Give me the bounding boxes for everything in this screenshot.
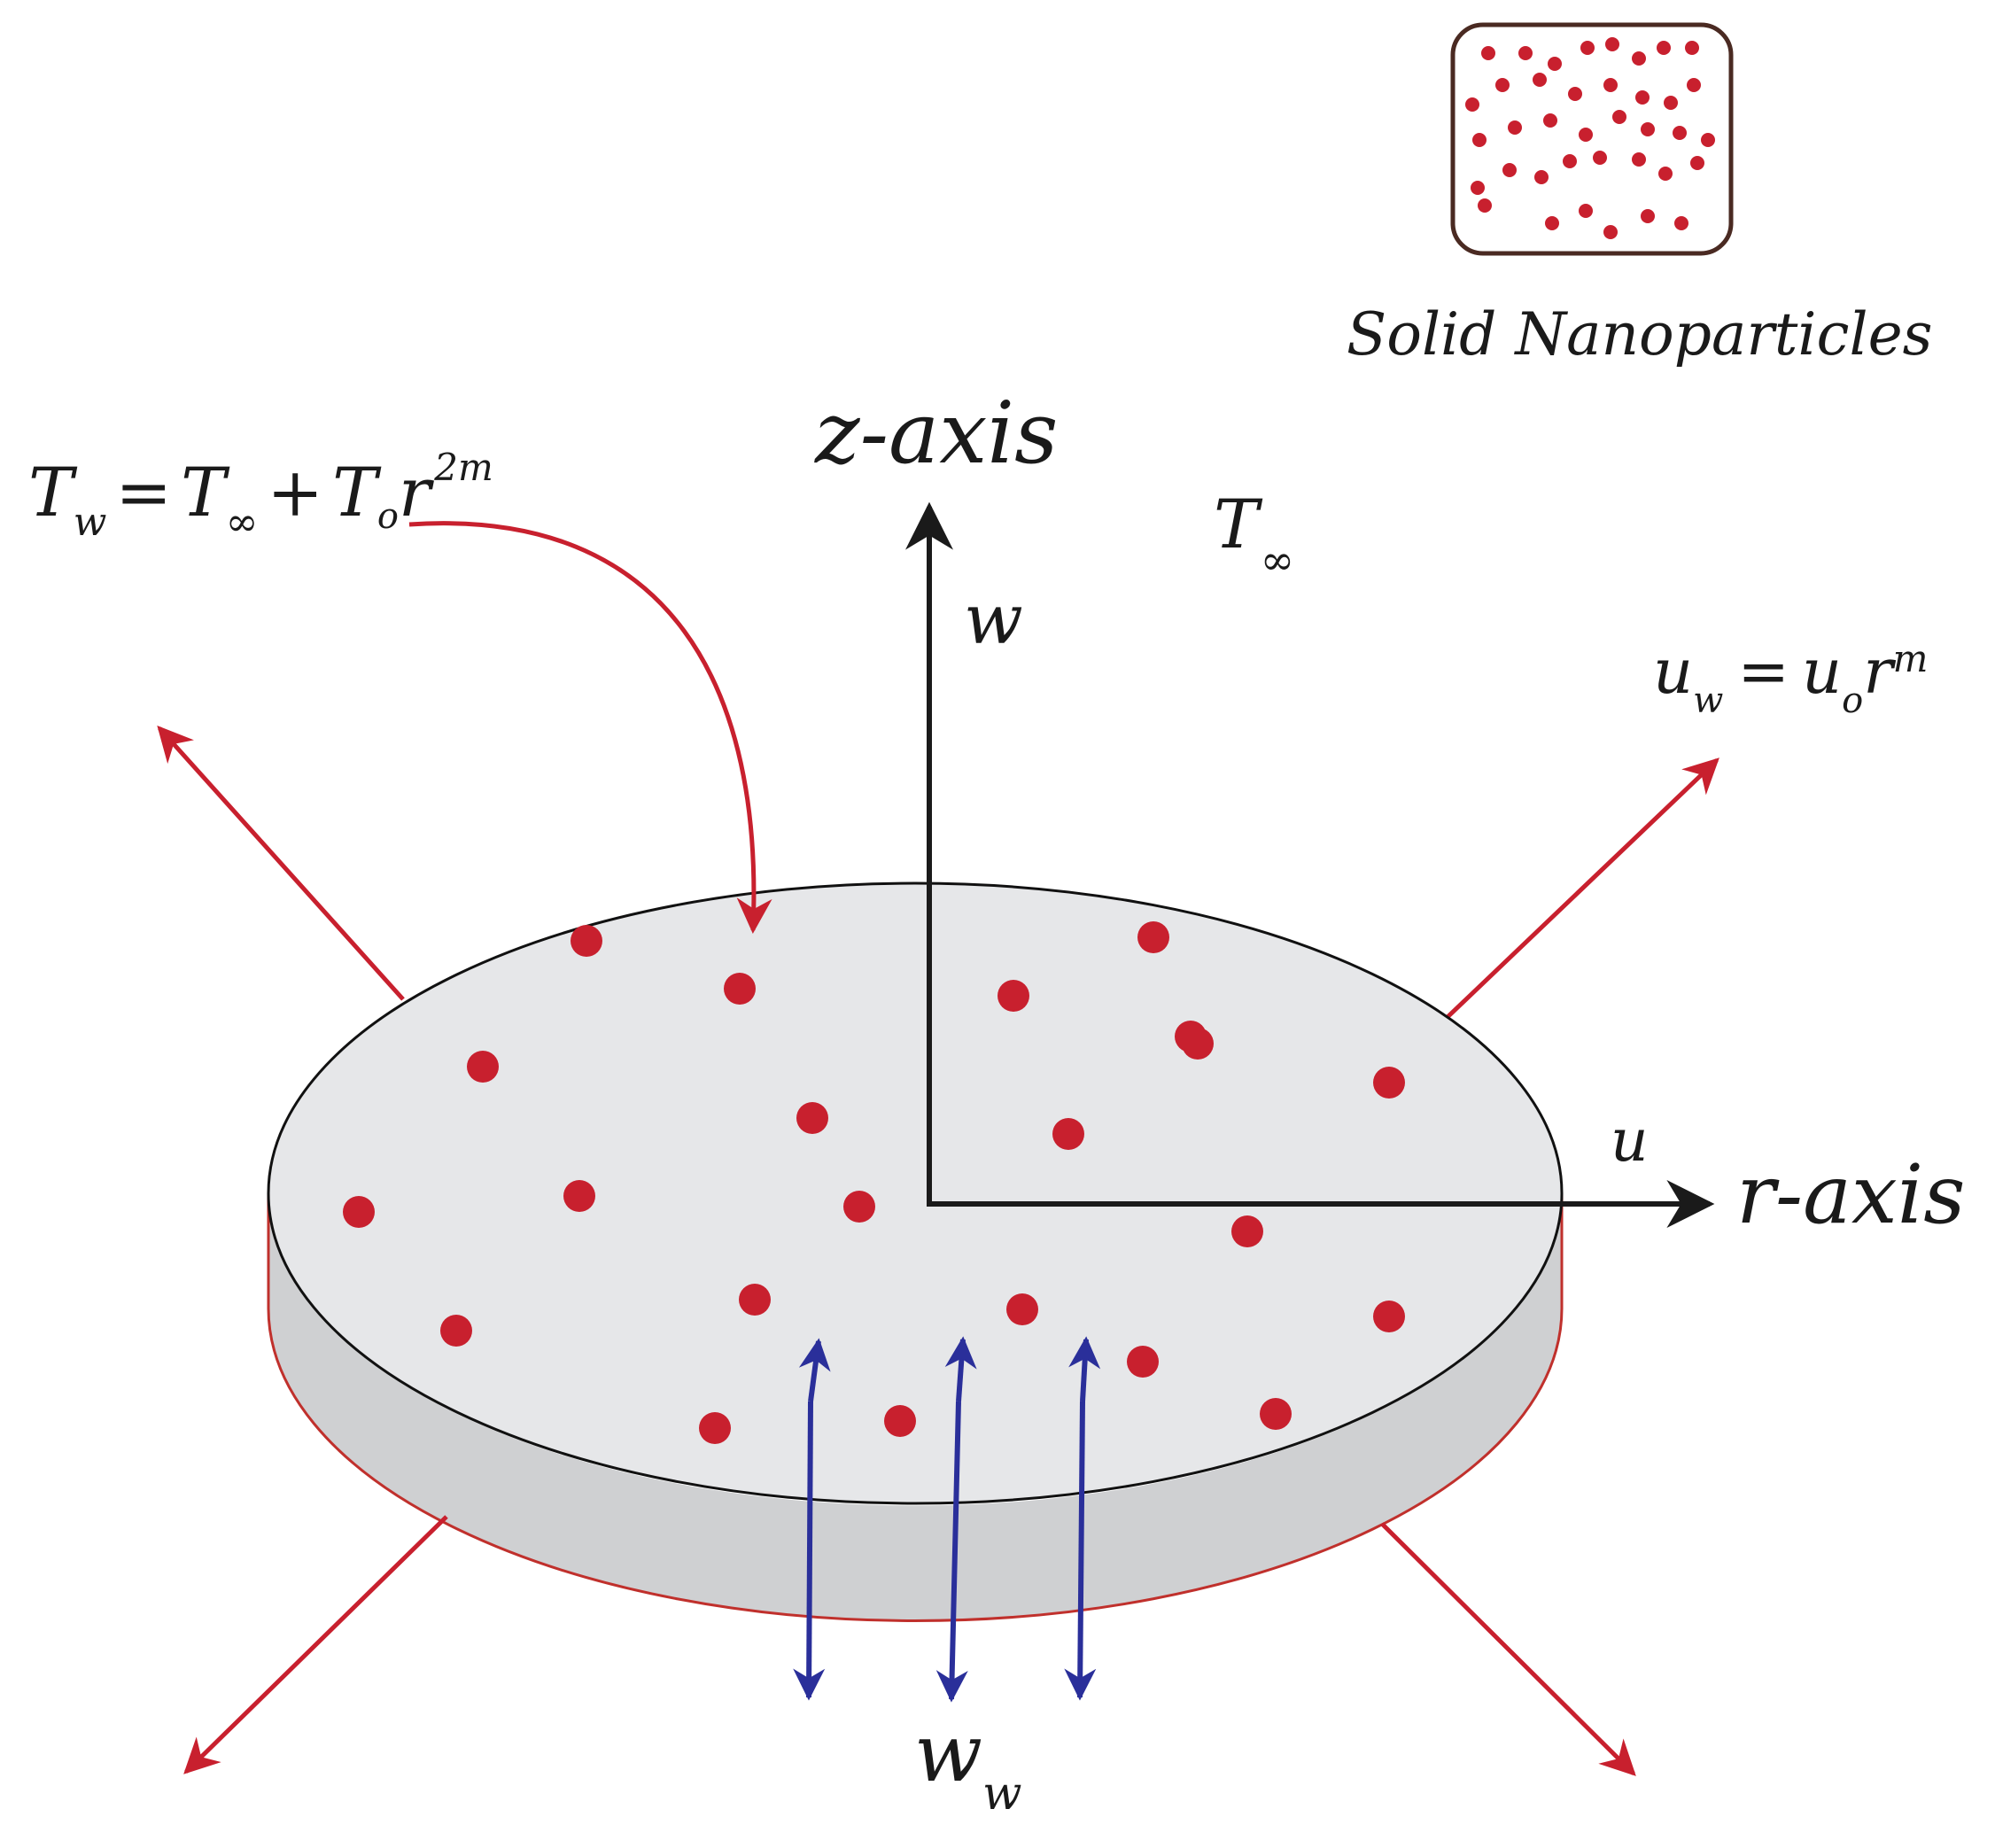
nanoparticle-dot (1543, 113, 1557, 128)
stretch-arrow-lower-left (183, 1515, 448, 1774)
nanoparticle-dot (1568, 87, 1582, 101)
nanoparticle-dot (739, 1284, 771, 1316)
legend-caption: Solid Nanoparticles (1347, 300, 1933, 369)
stretch-arrow-upper-left (157, 726, 405, 1001)
nanoparticle-dot (1545, 216, 1559, 230)
nanoparticle-dot (1593, 151, 1607, 165)
nanoparticle-dot (1580, 41, 1595, 55)
z-axis-label: z-axis (814, 384, 1058, 483)
suction-velocity-label: ww (914, 1707, 1022, 1821)
nanoparticle-dot (440, 1315, 472, 1347)
nanoparticle-dot (1690, 156, 1704, 170)
nanoparticle-dot (1127, 1346, 1159, 1378)
nanoparticle-dot (1603, 78, 1618, 92)
nanoparticle-dot (571, 925, 602, 957)
nanoparticle-dot (997, 980, 1029, 1012)
nanoparticle-dot (1478, 198, 1492, 213)
w-velocity-label: w (964, 580, 1023, 660)
disk-top (267, 881, 1564, 1505)
nanoparticle-dot (1006, 1293, 1038, 1325)
nanoparticle-dot (1641, 122, 1655, 136)
nanoparticle-dot (843, 1191, 875, 1223)
nanoparticle-dot (1658, 167, 1673, 181)
nanoparticle-dot (796, 1102, 828, 1134)
nanoparticle-dot (1701, 133, 1715, 147)
nanoparticle-dot (1137, 921, 1169, 953)
nanoparticle-dot (1533, 73, 1547, 87)
nanoparticle-dot (1632, 51, 1646, 66)
nanoparticle-dot (1579, 204, 1593, 218)
stretch-arrow-upper-right (1446, 757, 1719, 1019)
nanoparticle-dot (1481, 46, 1495, 60)
suction-arrow (944, 1336, 977, 1402)
suction-arrow (798, 1338, 831, 1402)
suction-arrow (1064, 1401, 1097, 1701)
wall-temperature-label: Tw=T∞+Tor2m (28, 446, 493, 545)
r-axis-label: r-axis (1736, 1147, 1965, 1242)
nanoparticle-dot (1632, 152, 1646, 167)
u-velocity-label: u (1611, 1106, 1649, 1175)
nanoparticle-dot (1664, 96, 1678, 110)
legend: Solid Nanoparticles (1347, 22, 1933, 369)
nanoparticle-dot (1373, 1067, 1405, 1099)
nanoparticle-dot (1373, 1301, 1405, 1332)
disk-side (268, 1193, 1563, 1621)
nanoparticle-dot (1685, 41, 1699, 55)
nanoparticle-dot (1260, 1398, 1292, 1430)
nanoparticle-dot (1635, 90, 1650, 105)
suction-arrow (793, 1401, 826, 1701)
nanoparticle-dot (724, 973, 756, 1005)
nanoparticle-dot (1687, 78, 1701, 92)
nanoparticle-dot (1472, 133, 1487, 147)
legend-particles (1465, 37, 1715, 239)
nanoparticle-dot (1548, 57, 1562, 71)
nanoparticle-dot (343, 1196, 375, 1228)
stretching-disk (267, 881, 1564, 1622)
nanoparticle-dot (1231, 1215, 1263, 1247)
nanoparticle-dot (563, 1180, 595, 1212)
nanoparticle-dot (1563, 154, 1577, 168)
nanoparticle-dot (1657, 41, 1671, 55)
wall-temperature-pointer (408, 521, 772, 934)
nanoparticle-dot (1612, 110, 1626, 124)
nanoparticle-dot (1471, 181, 1485, 195)
nanoparticle-dot (1674, 216, 1688, 230)
nanoparticle-dot (1465, 97, 1479, 112)
nanoparticle-dot (1508, 120, 1522, 135)
nanoparticle-dot (1052, 1118, 1084, 1150)
disk-particles (343, 921, 1405, 1444)
nanoparticle-dot (1495, 78, 1510, 92)
nanoparticle-dot (1603, 225, 1618, 239)
suction-arrows (793, 1336, 1101, 1703)
nanoparticle-dot (1673, 126, 1687, 140)
wall-velocity-label: uw=uorm (1653, 635, 1928, 721)
nanoparticle-dot (1182, 1028, 1214, 1060)
legend-box (1450, 22, 1734, 256)
nanoparticle-dot (1579, 128, 1593, 142)
nanoparticle-dot (884, 1405, 916, 1437)
nanoparticle-dot (1502, 163, 1517, 177)
stretch-arrow-lower-right (1380, 1522, 1636, 1776)
disk-side-edge (267, 1193, 1564, 1622)
ambient-temperature-label: T∞ (1214, 485, 1294, 584)
suction-arrow (935, 1401, 968, 1703)
nanoparticle-dot (699, 1412, 731, 1444)
nanoparticle-dot (1534, 170, 1549, 184)
nanoparticle-dot (1518, 46, 1533, 60)
nanoparticle-dot (1641, 209, 1655, 223)
suction-arrow (1068, 1336, 1101, 1402)
nanoparticle-dot (467, 1051, 499, 1083)
nanoparticle-dot (1605, 37, 1619, 51)
